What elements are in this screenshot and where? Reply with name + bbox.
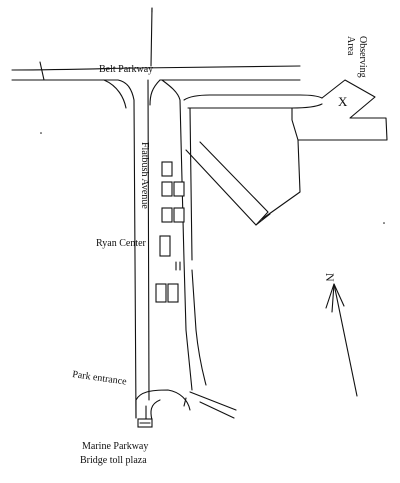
belt-parkway-label: Belt Parkway bbox=[99, 64, 153, 75]
speck-mark bbox=[40, 132, 42, 134]
building bbox=[161, 181, 173, 197]
north-label: N bbox=[323, 273, 337, 282]
toll-plaza-label-line1: Marine Parkway bbox=[82, 441, 148, 452]
flatbush-avenue-road bbox=[103, 79, 211, 419]
observing-area-road bbox=[185, 79, 388, 226]
ryan-center-buildings bbox=[155, 161, 185, 303]
observing-area-x-marker: X bbox=[338, 94, 348, 109]
ryan-center-label: Ryan Center bbox=[96, 238, 147, 249]
building bbox=[159, 235, 171, 257]
entrance-roads bbox=[135, 389, 237, 421]
flatbush-avenue-label: Flatbush Avenue bbox=[139, 142, 150, 209]
observing-area-label-line2: Area bbox=[345, 36, 356, 56]
belt-parkway-road bbox=[11, 7, 301, 81]
north-arrow-icon bbox=[325, 283, 358, 397]
park-entrance-label: Park entrance bbox=[72, 369, 128, 388]
observing-area-label-line1: Observing bbox=[357, 36, 368, 78]
building bbox=[161, 207, 173, 223]
building bbox=[173, 207, 185, 223]
speck-mark bbox=[383, 222, 385, 224]
building bbox=[167, 283, 179, 303]
building bbox=[155, 283, 167, 303]
building bbox=[173, 181, 185, 197]
toll-plaza-label-line2: Bridge toll plaza bbox=[80, 455, 147, 466]
building bbox=[161, 161, 173, 177]
